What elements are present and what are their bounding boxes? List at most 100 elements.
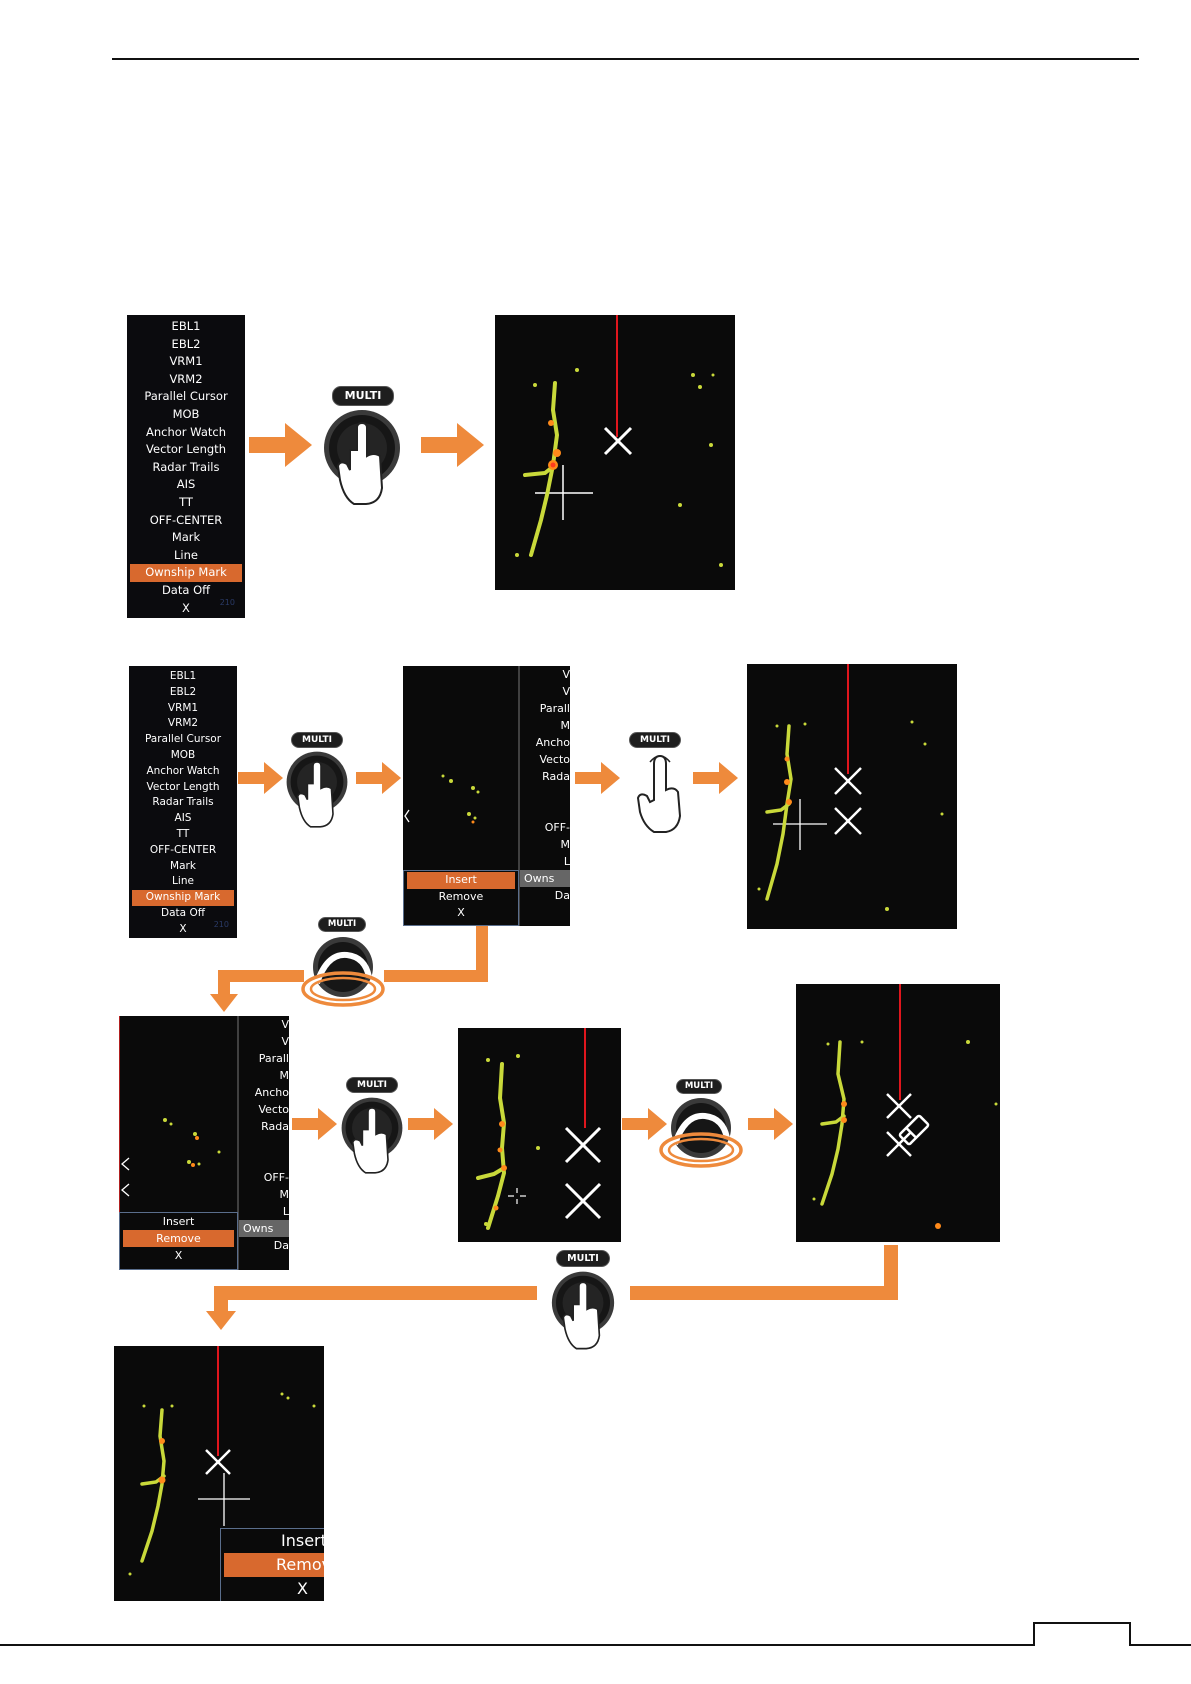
header-rule — [112, 58, 1139, 60]
multi-knob-press-icon[interactable] — [340, 1096, 404, 1180]
flow-arrow-10 — [748, 1108, 793, 1140]
menu-item-radar-trails[interactable]: Radar Trails — [152, 796, 214, 809]
menu-item-data-off[interactable]: Data Off — [161, 582, 211, 597]
menu-item-tt[interactable]: TT — [176, 827, 190, 840]
submenu-close[interactable]: X — [174, 1249, 183, 1262]
menu-item-vector-length[interactable]: Vector Length — [146, 442, 226, 457]
multi-knob-press-icon[interactable] — [550, 1270, 616, 1356]
radar-screen-4 — [796, 984, 1000, 1242]
clipped-item: Ancho — [535, 736, 570, 749]
submenu-panel: Insert Remove X — [403, 870, 519, 926]
menu-item-vrm1[interactable]: VRM1 — [169, 354, 203, 369]
function-menu-2: EBL1 EBL2 VRM1 VRM2 Parallel Cursor MOB … — [129, 666, 237, 938]
menu-item-close[interactable]: X — [182, 600, 190, 615]
menu-item-tt[interactable]: TT — [179, 494, 193, 509]
submenu-remove[interactable]: Remov — [224, 1553, 324, 1577]
menu-item-anchor-watch[interactable]: Anchor Watch — [146, 424, 226, 439]
flow-arrow-6 — [693, 762, 738, 794]
multi-knob-label: MULTI — [318, 917, 366, 932]
menu-item-ownship-mark[interactable]: Ownship Mark — [132, 890, 234, 906]
menu-item-parallel-cursor[interactable]: Parallel Cursor — [144, 389, 228, 404]
submenu-insert[interactable]: Insert — [281, 1531, 324, 1550]
clipped-item: L — [563, 855, 570, 868]
eraser-icon — [898, 1114, 930, 1146]
menu-item-data-off[interactable]: Data Off — [161, 906, 205, 919]
submenu-remove[interactable]: Remove — [438, 889, 484, 903]
clipped-menu-column: V V Parall M Ancho Vecto Rada OFF- M L O… — [520, 666, 570, 926]
clipped-item — [239, 1152, 289, 1169]
submenu-close[interactable]: X — [457, 906, 465, 919]
menu-item-line[interactable]: Line — [174, 547, 198, 562]
menu-item-ebl1[interactable]: EBL1 — [171, 319, 201, 333]
menu-item-vrm2[interactable]: VRM2 — [169, 371, 203, 386]
clipped-item: M — [560, 838, 571, 851]
flow-arrow-5 — [575, 762, 620, 794]
menu-item-ais[interactable]: AIS — [174, 812, 192, 825]
menu-item-mob[interactable]: MOB — [170, 748, 196, 761]
flow-arrow-9 — [622, 1108, 667, 1140]
flow-arrow-4 — [356, 762, 401, 794]
flow-connector-1 — [210, 926, 488, 1012]
function-menu-1: EBL1 EBL2 VRM1 VRM2 Parallel Cursor MOB … — [127, 315, 245, 618]
multi-knob-press-icon[interactable] — [285, 750, 349, 834]
submenu-close[interactable]: X — [297, 1579, 308, 1598]
clipped-item: Owns — [520, 870, 570, 887]
clipped-item: M — [279, 1188, 290, 1201]
menu-item-vrm1[interactable]: VRM1 — [167, 701, 199, 714]
radar-submenu-screen-2: Insert Remove X V V Parall M Ancho Vecto… — [119, 1016, 289, 1270]
menu-item-ebl2[interactable]: EBL2 — [171, 336, 201, 351]
clipped-item: M — [279, 1069, 290, 1082]
clipped-item — [239, 1135, 289, 1152]
finger-press-icon[interactable] — [632, 750, 686, 834]
radar-screen-1 — [495, 315, 735, 590]
menu-item-ebl1[interactable]: EBL1 — [169, 670, 197, 682]
flow-arrow-8 — [408, 1108, 453, 1140]
menu-item-ais[interactable]: AIS — [176, 477, 196, 492]
multi-knob-label: MULTI — [346, 1077, 398, 1093]
clipped-item — [520, 802, 570, 819]
clipped-item: Parall — [258, 1052, 289, 1065]
menu-item-mark[interactable]: Mark — [170, 859, 196, 872]
clipped-item: Parall — [539, 702, 570, 715]
menu-corner-number: 210 — [213, 920, 229, 930]
multi-knob-label: MULTI — [676, 1079, 722, 1094]
multi-knob-rotate-icon[interactable] — [297, 933, 389, 1013]
bottom-submenu-panel: Insert Remov X — [220, 1528, 324, 1601]
multi-knob-label: MULTI — [291, 732, 343, 748]
flow-arrow-7 — [292, 1108, 337, 1140]
clipped-item: V — [281, 1018, 289, 1031]
menu-item-ownship-mark[interactable]: Ownship Mark — [130, 564, 242, 582]
menu-item-parallel-cursor[interactable]: Parallel Cursor — [144, 733, 222, 746]
radar-screen-5: Insert Remov X — [114, 1346, 324, 1601]
flow-connector-2 — [206, 1245, 898, 1330]
flow-arrow-2 — [421, 423, 484, 467]
clipped-item: Vecto — [258, 1103, 289, 1116]
menu-item-close[interactable]: X — [179, 922, 187, 935]
menu-item-vector-length[interactable]: Vector Length — [146, 780, 220, 793]
menu-item-anchor-watch[interactable]: Anchor Watch — [146, 764, 220, 777]
multi-knob-press-icon[interactable] — [322, 408, 402, 513]
menu-item-ebl2[interactable]: EBL2 — [169, 685, 197, 698]
menu-item-vrm2[interactable]: VRM2 — [167, 717, 199, 730]
radar-screen-3 — [458, 1028, 621, 1242]
menu-item-mark[interactable]: Mark — [171, 530, 201, 545]
flow-arrow-3 — [238, 762, 283, 794]
menu-corner-number: 210 — [219, 598, 235, 608]
submenu-insert[interactable]: Insert — [407, 872, 515, 889]
menu-item-radar-trails[interactable]: Radar Trails — [152, 459, 220, 474]
multi-knob-label: MULTI — [332, 386, 394, 406]
submenu-remove[interactable]: Remove — [123, 1230, 234, 1247]
multi-knob-label: MULTI — [629, 732, 681, 748]
clipped-item: Da — [273, 1239, 289, 1252]
clipped-item: Rada — [542, 770, 570, 783]
submenu-insert[interactable]: Insert — [162, 1215, 195, 1228]
menu-item-off-center[interactable]: OFF-CENTER — [149, 843, 217, 856]
menu-item-mob[interactable]: MOB — [172, 406, 200, 421]
clipped-menu-column: V V Parall M Ancho Vecto Rada OFF- M L O… — [239, 1016, 289, 1270]
menu-item-off-center[interactable]: OFF-CENTER — [149, 512, 223, 527]
menu-item-line[interactable]: Line — [172, 875, 194, 888]
clipped-item: Ancho — [254, 1086, 289, 1099]
clipped-item: V — [562, 685, 570, 698]
multi-knob-rotate-icon[interactable] — [655, 1094, 747, 1174]
clipped-item: Owns — [239, 1220, 289, 1237]
